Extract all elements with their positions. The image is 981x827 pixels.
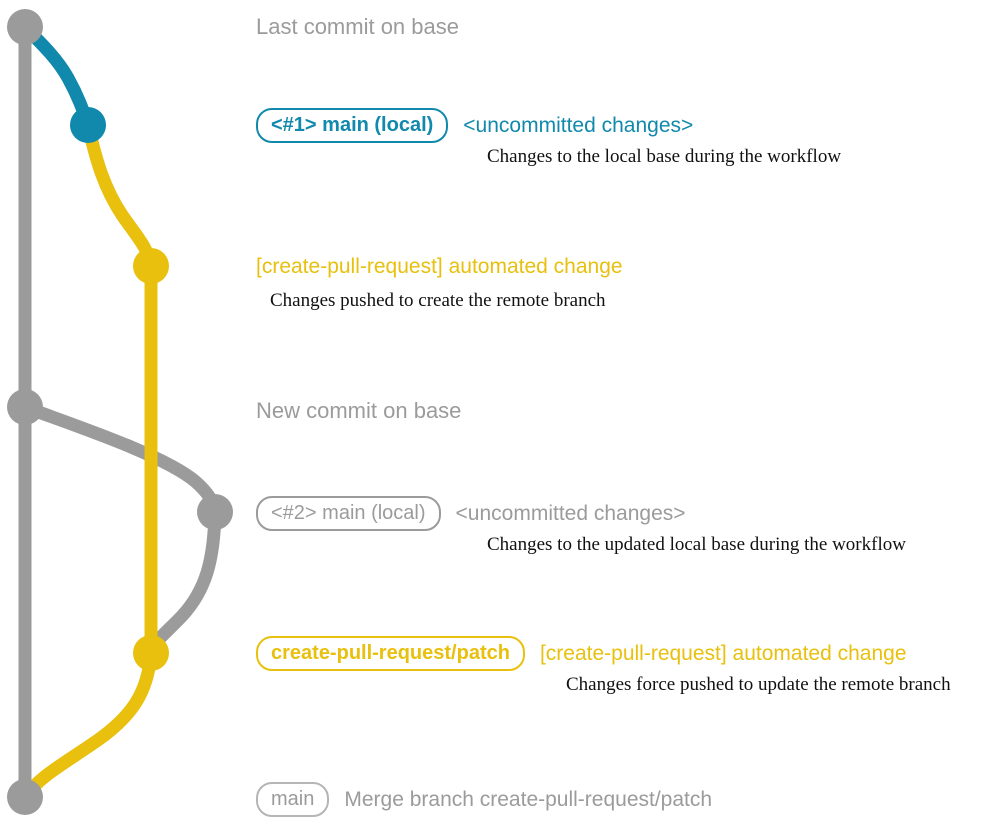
commit-subject-new-commit-on-base: New commit on base bbox=[256, 398, 462, 423]
commit-row-local-1: <#1> main (local) <uncommitted changes> bbox=[256, 108, 693, 143]
commit-row-remote-update: create-pull-request/patch [create-pull-r… bbox=[256, 636, 907, 671]
commit-description-local-2: Changes to the updated local base during… bbox=[487, 534, 906, 555]
node-commit-remote-update bbox=[133, 635, 169, 671]
branch-pill-merge[interactable]: main bbox=[256, 782, 330, 817]
commit-row-local-2: <#2> main (local) <uncommitted changes> bbox=[256, 496, 686, 531]
commit-subject-local-2: <uncommitted changes> bbox=[455, 502, 686, 525]
branch-pill-remote-update[interactable]: create-pull-request/patch bbox=[256, 636, 525, 671]
branch-pill-local-1[interactable]: <#1> main (local) bbox=[256, 108, 449, 143]
branch-pill-local-2-label: <#2> main (local) bbox=[256, 496, 441, 531]
commit-subject-remote-update: [create-pull-request] automated change bbox=[539, 642, 907, 665]
commit-description-remote-update: Changes force pushed to update the remot… bbox=[566, 674, 951, 695]
node-commit-remote-create bbox=[133, 248, 169, 284]
commit-subject-remote-create: [create-pull-request] automated change bbox=[256, 255, 623, 278]
commit-subject-last-commit-on-base: Last commit on base bbox=[256, 14, 459, 39]
commit-subject-local-1: <uncommitted changes> bbox=[463, 114, 694, 137]
node-commit-new-base bbox=[7, 389, 43, 425]
commit-subject-merge: Merge branch create-pull-request/patch bbox=[344, 788, 713, 811]
commit-nodes bbox=[7, 9, 233, 815]
node-commit-local-2 bbox=[197, 494, 233, 530]
branch-pill-merge-label: main bbox=[256, 782, 330, 817]
node-commit-last-base bbox=[7, 9, 43, 45]
commit-description-local-1: Changes to the local base during the wor… bbox=[487, 146, 842, 167]
commit-row-merge: main Merge branch create-pull-request/pa… bbox=[256, 782, 712, 817]
branch-pill-local-2[interactable]: <#2> main (local) bbox=[256, 496, 441, 531]
commit-description-remote-create: Changes pushed to create the remote bran… bbox=[270, 290, 606, 311]
node-commit-merge bbox=[7, 779, 43, 815]
branch-pill-local-1-label: <#1> main (local) bbox=[256, 108, 449, 143]
branch-pill-remote-update-label: create-pull-request/patch bbox=[256, 636, 525, 671]
node-commit-local-1 bbox=[70, 107, 106, 143]
edge-remote-update-to-merge bbox=[18, 646, 158, 804]
